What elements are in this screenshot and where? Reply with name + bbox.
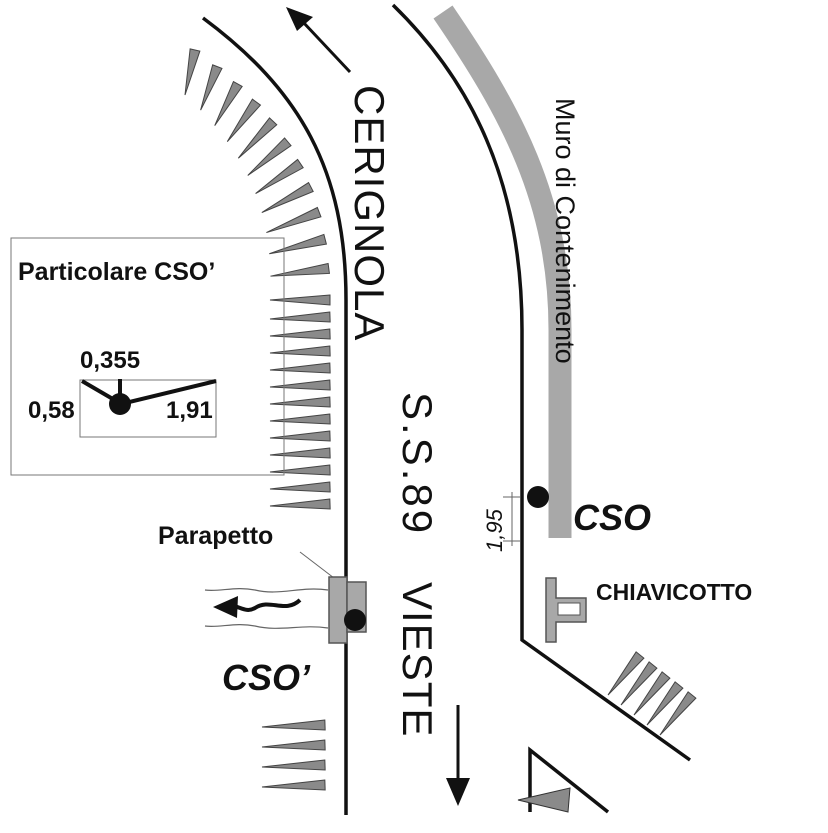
flow-arrow-head <box>213 596 238 618</box>
hatch-triangle <box>247 137 292 176</box>
arrow-south-head <box>446 778 470 806</box>
hatch-triangle <box>270 262 330 277</box>
hatch-triangle <box>269 413 331 425</box>
hatch-triangle <box>226 98 262 142</box>
hatch-triangle <box>646 681 684 726</box>
hatch-triangle <box>261 719 326 731</box>
detail-dim-top: 0,355 <box>80 347 140 374</box>
embankment-hatch-right <box>607 651 697 736</box>
parapet-leader <box>299 551 335 579</box>
hatch-triangle <box>269 396 331 408</box>
hatch-triangle <box>261 779 326 791</box>
retaining-wall <box>433 5 572 538</box>
hatch-triangle <box>269 481 331 493</box>
hatch-triangle <box>255 158 304 194</box>
cso-point <box>527 486 549 508</box>
hatch-triangle <box>266 206 322 234</box>
hatch-triangle <box>261 181 314 213</box>
road-label-vieste: VIESTE <box>394 582 441 737</box>
cso-prime-label: CSO’ <box>222 657 311 698</box>
hatch-triangle <box>269 464 331 476</box>
culvert-label: CHIAVICOTTO <box>596 579 752 605</box>
detail-inner-box <box>79 379 217 438</box>
hatch-triangle <box>269 345 331 357</box>
retaining-wall-label: Muro di Contenimento <box>550 98 580 364</box>
hatch-triangle <box>607 651 645 696</box>
hatch-triangle <box>269 447 331 459</box>
hatch-triangle <box>214 80 243 126</box>
parapet-label: Parapetto <box>158 522 273 550</box>
hatch-triangle <box>269 233 328 255</box>
hatch-triangle <box>184 48 201 96</box>
side-road-hatch <box>517 787 571 813</box>
road-label-cerignola: CERIGNOLA <box>346 85 393 341</box>
parapet-body <box>328 576 348 644</box>
cso-label: CSO <box>573 497 651 538</box>
arrow-north-head <box>286 7 313 31</box>
hatch-triangle <box>269 498 331 510</box>
road-label-route: S.S.89 <box>394 392 441 536</box>
flow-line-upper <box>204 587 329 593</box>
hatch-triangle <box>269 311 331 323</box>
hatch-triangle <box>269 379 331 391</box>
hatch-triangle <box>261 739 326 751</box>
detail-dim-right: 1,91 <box>166 397 213 424</box>
flow-line-lower <box>204 623 329 629</box>
detail-box <box>10 237 285 476</box>
cso-offset-label: 1,95 <box>482 508 507 552</box>
hatch-triangle <box>269 294 331 306</box>
hatch-triangle <box>633 671 671 716</box>
hatch-triangle <box>620 661 658 706</box>
hatch-triangle <box>269 328 331 340</box>
cso-prime-point <box>344 609 366 631</box>
hatch-triangle <box>261 759 326 771</box>
embankment-hatch-bottom <box>261 719 326 791</box>
side-road-edge <box>528 746 610 814</box>
hatch-triangle <box>237 117 278 159</box>
detail-line-right <box>120 379 217 406</box>
detail-title: Particolare CSO’ <box>18 258 215 286</box>
hatch-triangle <box>200 64 223 111</box>
hatch-triangle <box>659 691 697 736</box>
arrow-north-shaft <box>301 20 352 74</box>
flow-arrow-shaft <box>227 598 302 612</box>
road-edge-right <box>391 3 692 762</box>
hatch-triangle <box>269 430 331 442</box>
hatch-triangle <box>269 362 331 374</box>
detail-point <box>109 393 131 415</box>
road-edge-left <box>201 16 348 815</box>
detail-dim-left: 0,58 <box>28 397 75 424</box>
culvert-opening <box>557 602 581 616</box>
